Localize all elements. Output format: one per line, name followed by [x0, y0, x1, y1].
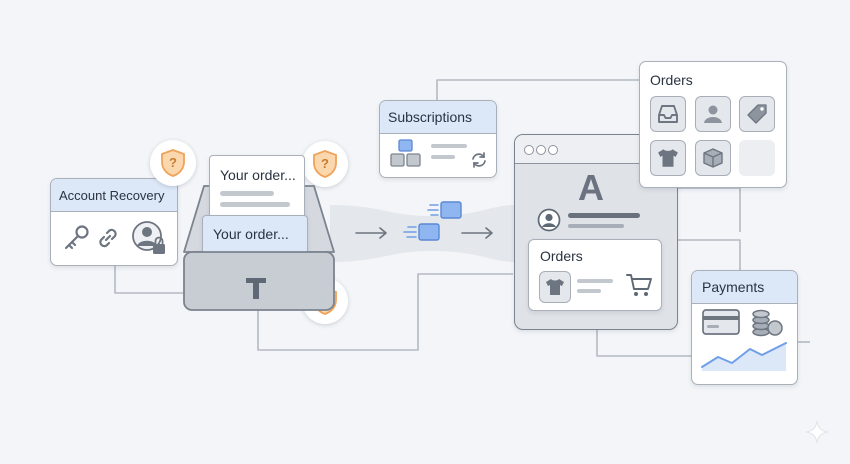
window-dot	[548, 145, 558, 155]
tag-icon	[747, 104, 767, 124]
browser-window[interactable]: A Orders	[514, 134, 678, 330]
user-lock-icon	[132, 221, 165, 254]
payments-title: Payments	[702, 279, 765, 295]
window-dot	[536, 145, 546, 155]
line-chart-icon	[701, 342, 787, 371]
link-icon	[99, 228, 117, 248]
payments-card[interactable]: Payments	[691, 270, 798, 385]
t-logo-icon	[246, 278, 266, 299]
browser-orders-title: Orders	[540, 248, 583, 264]
data-packet	[418, 223, 440, 241]
credit-card-icon	[702, 309, 740, 335]
payments-header: Payments	[692, 271, 797, 304]
letter-back-label: Your order...	[220, 167, 296, 183]
cart-icon[interactable]	[625, 271, 653, 299]
account-recovery-card[interactable]: Account Recovery	[50, 178, 178, 266]
empty-tile	[739, 140, 775, 176]
data-packet	[440, 201, 462, 219]
user-icon	[704, 105, 722, 123]
tshirt-tile[interactable]	[650, 140, 686, 176]
user-tile[interactable]	[695, 96, 731, 132]
subscriptions-title: Subscriptions	[388, 109, 473, 125]
hero-letter: A	[578, 167, 604, 208]
warning-shield-icon: ?	[302, 141, 348, 187]
orders-card-title: Orders	[650, 72, 693, 88]
subscriptions-header: Subscriptions	[380, 101, 496, 134]
tag-tile[interactable]	[739, 96, 775, 132]
coins-icon	[752, 309, 783, 337]
profile-avatar-icon	[537, 208, 561, 232]
box-icon	[703, 148, 723, 168]
window-dot	[524, 145, 534, 155]
inbox-tile[interactable]	[650, 96, 686, 132]
account-recovery-header: Account Recovery	[51, 179, 177, 212]
key-icon	[64, 225, 89, 250]
letter-front-label: Your order...	[213, 226, 289, 242]
warning-shield-icon: ?	[150, 140, 196, 186]
warning-question-mark: ?	[169, 155, 177, 170]
sparkle-icon	[805, 420, 829, 444]
warning-question-mark: ?	[321, 156, 329, 171]
tshirt-tile[interactable]	[539, 271, 571, 303]
tshirt-icon	[546, 279, 564, 295]
account-recovery-title: Account Recovery	[59, 187, 165, 203]
box-tile[interactable]	[695, 140, 731, 176]
blocks-icon	[390, 139, 421, 167]
inbox-icon	[658, 105, 678, 123]
refresh-icon[interactable]	[470, 151, 488, 169]
arrow-right-icon	[461, 227, 493, 239]
arrow-right-icon	[355, 227, 387, 239]
browser-orders-panel[interactable]: Orders	[528, 239, 662, 311]
subscriptions-card[interactable]: Subscriptions	[379, 100, 497, 178]
letter-back[interactable]: Your order...	[209, 155, 305, 219]
orders-card[interactable]: Orders	[639, 61, 787, 188]
tshirt-icon	[658, 149, 678, 167]
